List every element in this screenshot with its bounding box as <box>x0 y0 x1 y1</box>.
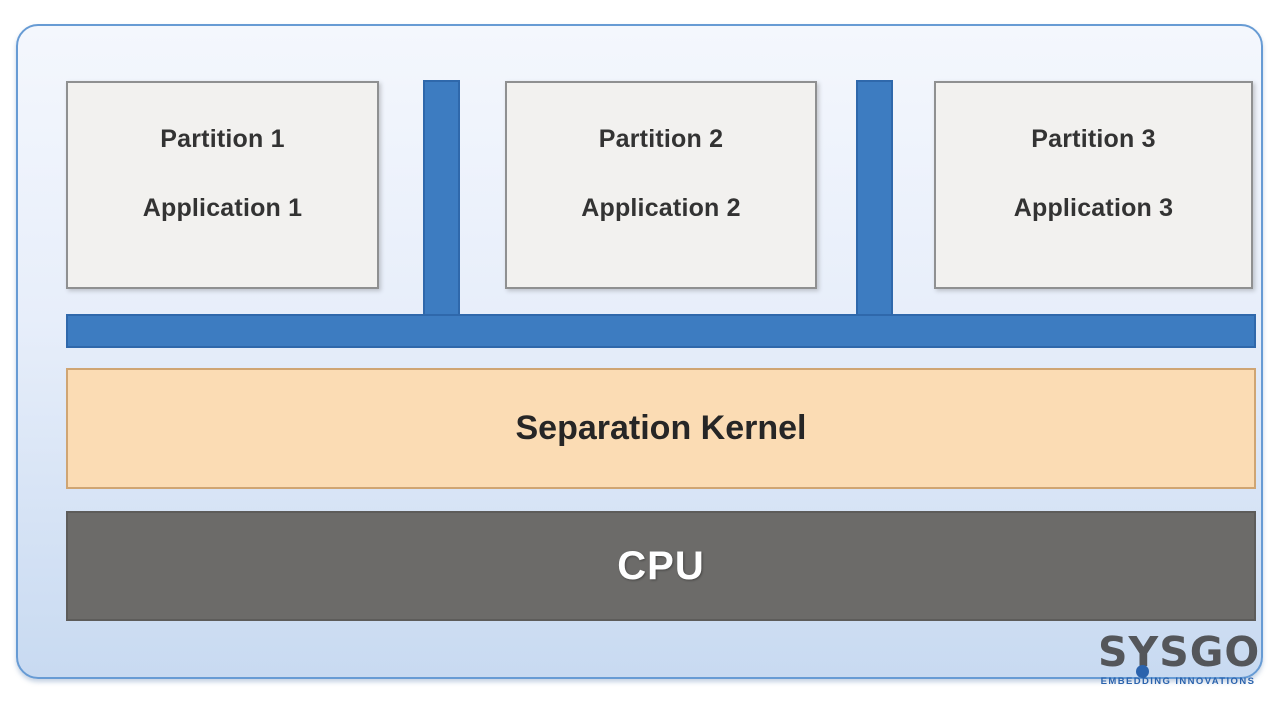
sysgo-logo-dot-icon <box>1136 665 1149 678</box>
partition-box-3: Partition 3 Application 3 <box>934 81 1253 289</box>
partition-box-1: Partition 1 Application 1 <box>66 81 379 289</box>
separation-wall-vertical-1 <box>423 80 460 316</box>
cpu-label: CPU <box>617 543 705 588</box>
partition-1-title: Partition 1 <box>160 125 285 153</box>
diagram-container: Partition 1 Application 1 Partition 2 Ap… <box>16 24 1263 687</box>
sysgo-logo: SYSGO EMBEDDING INNOVATIONS <box>1098 628 1261 694</box>
cpu-block: CPU <box>66 511 1256 621</box>
sysgo-tagline: EMBEDDING INNOVATIONS <box>1100 676 1256 687</box>
partition-3-application: Application 3 <box>1013 194 1174 222</box>
separation-kernel-label: Separation Kernel <box>515 409 807 447</box>
sysgo-wordmark: SYSGO <box>1098 628 1261 676</box>
separation-wall-horizontal <box>66 314 1256 348</box>
partition-2-application: Application 2 <box>581 194 741 222</box>
separation-wall-vertical-2 <box>856 80 893 316</box>
partition-box-2: Partition 2 Application 2 <box>505 81 817 289</box>
partition-2-title: Partition 2 <box>598 125 724 153</box>
partition-1-application: Application 1 <box>142 194 303 222</box>
separation-kernel-block: Separation Kernel <box>66 368 1256 489</box>
partition-3-title: Partition 3 <box>1031 125 1156 153</box>
